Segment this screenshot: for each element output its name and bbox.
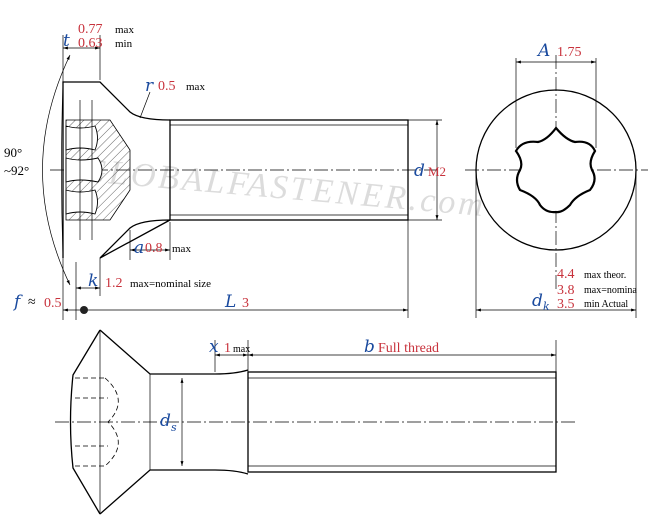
dk-nominal-label: max=nomina xyxy=(584,285,637,296)
shank-outline-bottom xyxy=(247,371,557,473)
shank-outline-top xyxy=(169,119,409,221)
dk-min-value: 3.5 xyxy=(557,297,575,312)
r-leader xyxy=(139,91,151,119)
hidden-recess xyxy=(75,377,119,467)
t-symbol: t xyxy=(63,31,70,51)
d-value: M2 xyxy=(428,164,446,179)
ds-subscript: s xyxy=(171,421,177,434)
x-label: max xyxy=(233,344,250,355)
t-min-label: min xyxy=(115,38,133,50)
dk-max-label: max theor. xyxy=(584,270,626,281)
ds-symbol: d xyxy=(160,411,171,431)
dk-nominal-value: 3.8 xyxy=(557,283,575,298)
dk-subscript: k xyxy=(543,300,550,313)
end-view xyxy=(465,55,648,318)
a-label: max xyxy=(172,243,191,255)
head-dome xyxy=(61,81,64,259)
b-label: Full thread xyxy=(378,341,439,356)
b-symbol: b xyxy=(364,337,375,357)
bottom-head-outline xyxy=(69,329,249,515)
x-value: 1 xyxy=(224,341,231,356)
f-approx: ≈ xyxy=(28,295,36,310)
A-value: 1.75 xyxy=(557,45,582,60)
r-value: 0.5 xyxy=(158,79,176,94)
t-max-label: max xyxy=(115,24,134,36)
head-circle xyxy=(475,89,637,251)
L-symbol: L xyxy=(224,292,236,312)
dk-min-label: min Actual xyxy=(584,299,628,310)
k-symbol: k xyxy=(88,271,98,291)
side-view-bottom xyxy=(55,329,575,515)
angle-line2: ~92° xyxy=(4,163,29,178)
dimension-lines xyxy=(62,35,442,320)
torx-recess xyxy=(514,126,597,214)
r-label: max xyxy=(186,81,205,93)
k-label: max=nominal size xyxy=(130,278,211,290)
t-min-value: 0.63 xyxy=(78,36,103,51)
a-value: 0.8 xyxy=(145,241,163,256)
d-symbol: d xyxy=(414,161,425,181)
reference-dot xyxy=(80,306,88,314)
head-outline xyxy=(62,81,171,259)
x-symbol: x xyxy=(209,337,219,357)
k-value: 1.2 xyxy=(105,276,123,291)
r-symbol: r xyxy=(145,76,154,96)
A-symbol: A xyxy=(536,41,550,61)
f-symbol: f xyxy=(12,292,23,312)
recess-lobes xyxy=(65,125,103,215)
L-value: 3 xyxy=(242,296,249,311)
angle-line1: 90° xyxy=(4,145,22,160)
labels: t 0.77 max 0.63 min r 0.5 max 90° ~92° a… xyxy=(4,22,637,434)
dk-symbol: d xyxy=(532,291,543,311)
dk-max-value: 4.4 xyxy=(557,267,575,282)
watermark: GLOBALFASTENER.com xyxy=(80,152,487,224)
t-max-value: 0.77 xyxy=(78,22,103,37)
angle-arc xyxy=(42,54,71,286)
a-symbol: a xyxy=(134,238,144,258)
f-value: 0.5 xyxy=(44,296,62,311)
side-view-top xyxy=(42,54,440,286)
